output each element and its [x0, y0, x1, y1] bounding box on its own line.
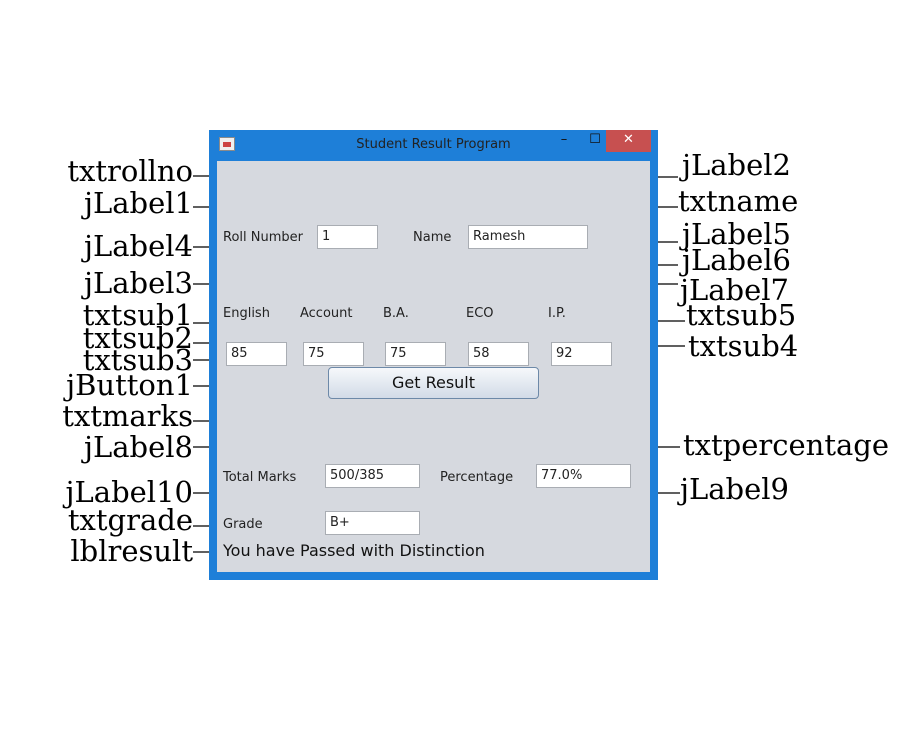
eco-label: ECO	[466, 306, 494, 321]
annotation-jlabel8: jLabel8	[84, 430, 193, 464]
percentage-label: Percentage	[440, 470, 514, 485]
window-title: Student Result Program	[356, 137, 511, 152]
app-window: Student Result Program – ☐ ✕ Roll Number…	[209, 130, 658, 580]
annotation-txtmarks: txtmarks	[62, 399, 193, 433]
annotation-txtsub3: txtsub3	[82, 343, 193, 377]
annotation-jlabel5: jLabel5	[682, 217, 791, 251]
annotation-txtname: txtname	[678, 184, 799, 218]
annotation-txtsub5: txtsub5	[686, 298, 797, 332]
java-app-icon[interactable]	[219, 137, 235, 151]
ip-marks-field[interactable]: 92	[551, 342, 612, 366]
annotation-jbutton1: jButton1	[66, 368, 193, 402]
english-marks-field[interactable]: 85	[226, 342, 287, 366]
form-panel: Roll Number 1 Name Ramesh English Accoun…	[217, 161, 650, 572]
account-label: Account	[300, 306, 353, 321]
account-marks-field[interactable]: 75	[303, 342, 364, 366]
annotation-jlabel3: jLabel3	[84, 266, 193, 300]
annotation-lblresult: lblresult	[70, 534, 193, 568]
percentage-field[interactable]: 77.0%	[536, 464, 631, 488]
annotation-jlabel7: jLabel7	[680, 273, 789, 307]
maximize-button[interactable]: ☐	[589, 132, 601, 147]
annotation-txtsub2: txtsub2	[82, 321, 193, 355]
annotation-jlabel6: jLabel6	[682, 243, 791, 277]
result-message: You have Passed with Distinction	[223, 541, 485, 560]
annotation-txtsub4: txtsub4	[688, 329, 799, 363]
total-marks-label: Total Marks	[223, 470, 297, 485]
roll-number-label: Roll Number	[223, 230, 303, 245]
close-button[interactable]: ✕	[606, 130, 651, 152]
ba-marks-field[interactable]: 75	[385, 342, 446, 366]
annotation-txtgrade: txtgrade	[67, 503, 193, 537]
annotation-txtsub1: txtsub1	[82, 298, 193, 332]
grade-label: Grade	[223, 517, 263, 532]
get-result-button[interactable]: Get Result	[328, 367, 539, 399]
grade-field[interactable]: B+	[325, 511, 420, 535]
annotation-jlabel10: jLabel10	[65, 475, 193, 509]
ip-label: I.P.	[548, 306, 566, 321]
annotation-jlabel2: jLabel2	[682, 148, 791, 182]
roll-number-field[interactable]: 1	[317, 225, 378, 249]
annotation-txtpercentage: txtpercentage	[683, 428, 890, 462]
title-bar[interactable]: Student Result Program – ☐ ✕	[209, 130, 658, 160]
name-label: Name	[413, 230, 452, 245]
annotation-txtrollno: txtrollno	[67, 154, 193, 188]
name-field[interactable]: Ramesh	[468, 225, 588, 249]
eco-marks-field[interactable]: 58	[468, 342, 529, 366]
annotation-jlabel9: jLabel9	[680, 472, 789, 506]
total-marks-field[interactable]: 500/385	[325, 464, 420, 488]
ba-label: B.A.	[383, 306, 409, 321]
annotation-jlabel1: jLabel1	[84, 186, 193, 220]
minimize-button[interactable]: –	[560, 132, 568, 147]
annotation-jlabel4: jLabel4	[84, 229, 193, 263]
english-label: English	[223, 306, 270, 321]
